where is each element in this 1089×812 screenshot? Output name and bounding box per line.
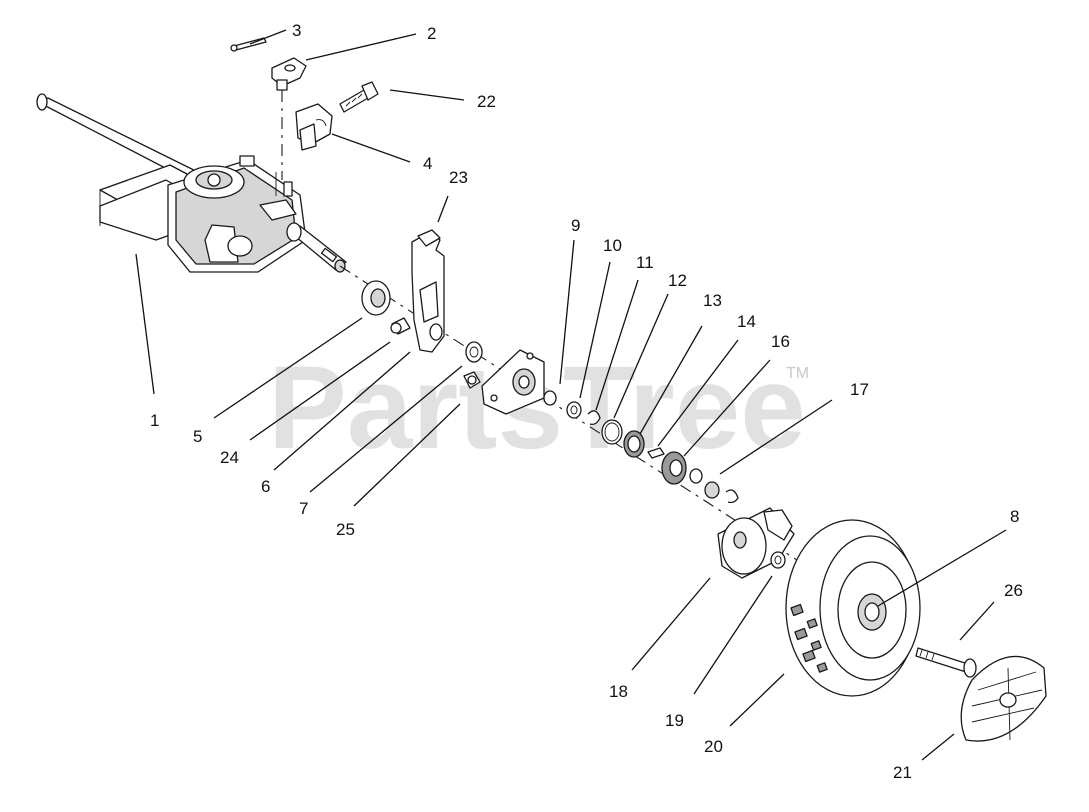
watermark-tm: TM [786,365,809,382]
callout-3: 3 [292,21,301,40]
part-13-bearing [623,430,645,458]
callout-20: 20 [704,737,723,756]
callout-12: 12 [668,271,687,290]
callout-6: 6 [261,477,270,496]
transmission-housing [167,155,307,273]
part-23-plate [411,229,445,353]
callout-11: 11 [636,253,654,272]
part-2-knob [271,57,307,91]
gear-housing-plate [481,349,545,415]
callout-17: 17 [850,380,869,399]
callout-18: 18 [609,682,628,701]
part-26-bolt [915,647,977,678]
callout-7: 7 [299,499,308,518]
part-5-washer [361,280,391,316]
callout-19: 19 [665,711,684,730]
callout-1: 1 [150,411,159,430]
part-4-bracket [295,103,333,151]
callout-22: 22 [477,92,496,111]
callout-2: 2 [427,24,436,43]
callout-23: 23 [449,168,468,187]
part-17-washer [689,468,739,504]
callout-labels: 3 2 22 4 23 1 5 24 6 7 25 9 10 11 12 13 … [150,21,1023,782]
callout-25: 25 [336,520,355,539]
part-22-bolt [339,81,379,113]
callout-14: 14 [737,312,756,331]
part-9-washer [543,390,557,406]
callout-10: 10 [603,236,622,255]
callout-21: 21 [893,763,912,782]
callout-8: 8 [1010,507,1019,526]
axle-shaft [286,222,347,273]
callout-26: 26 [1004,581,1023,600]
callout-9: 9 [571,216,580,235]
part-20-wheel [785,519,921,697]
part-7-ring [465,341,483,363]
part-19-washer [770,551,786,569]
part-10-washer [566,401,582,419]
part-25-nut [463,371,481,389]
callout-16: 16 [771,332,790,351]
callout-24: 24 [220,448,239,467]
part-21-wheel-cap [960,655,1047,742]
part-18-hub-cover [717,507,795,579]
callout-13: 13 [703,291,722,310]
part-16-gear [661,451,687,485]
callout-4: 4 [423,154,432,173]
part-11-clip [587,410,601,426]
part-24-screw [390,317,411,335]
leader-lines [135,29,1007,761]
callout-5: 5 [193,427,202,446]
part-12-ring [601,419,623,445]
part-14-key [647,447,665,459]
